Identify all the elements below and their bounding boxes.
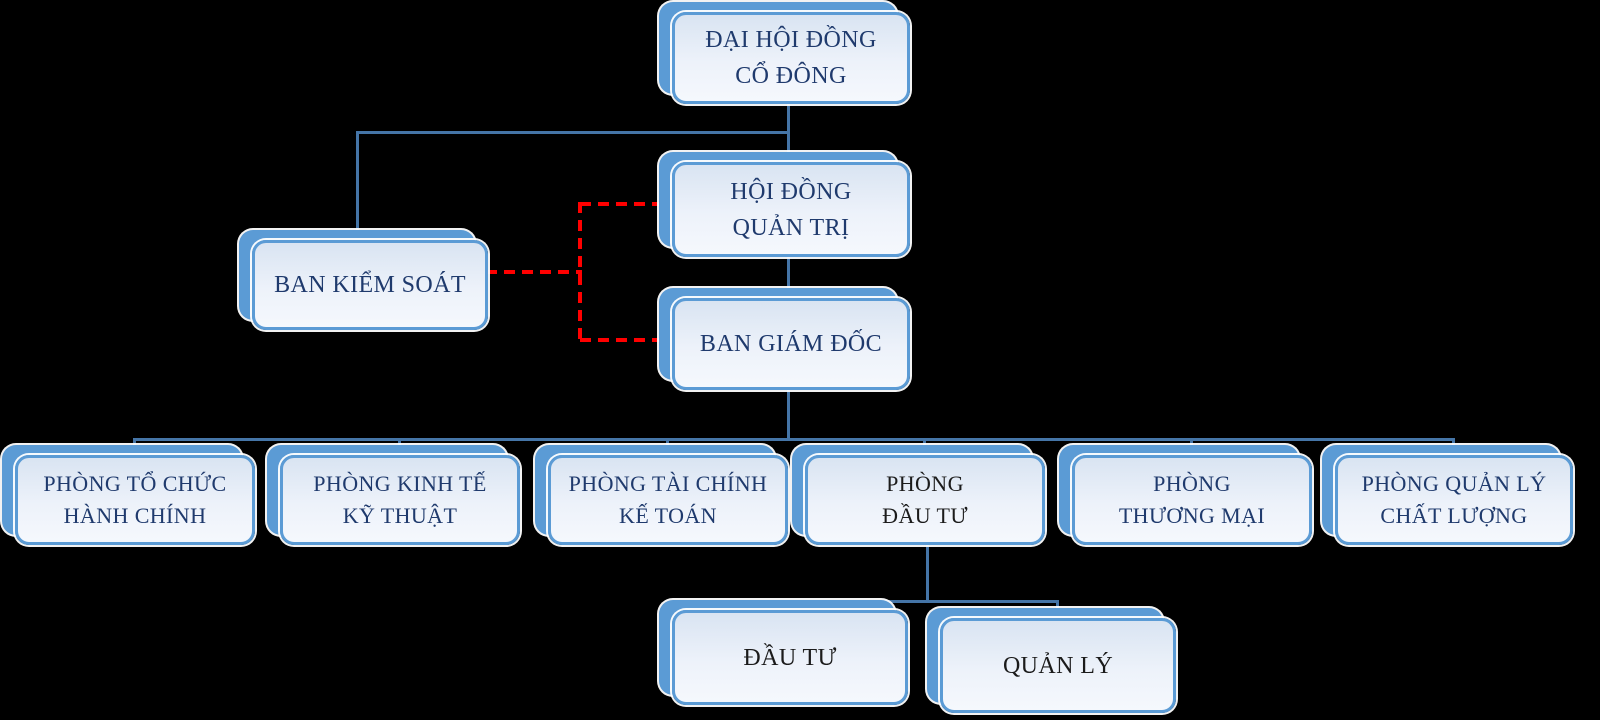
node-label-invest: ĐẦU TƯ xyxy=(672,610,908,705)
node-label-dept2: PHÒNG KINH TẾ KỸ THUẬT xyxy=(280,455,520,545)
label-line: THƯƠNG MẠI xyxy=(1118,503,1266,528)
connector-dept1-drop xyxy=(133,438,136,448)
node-label-dept6: PHÒNG QUẢN LÝ CHẤT LƯỢNG xyxy=(1335,455,1573,545)
label-line: BAN KIỂM SOÁT xyxy=(274,272,466,298)
label-line: QUẢN LÝ xyxy=(1002,652,1114,679)
connector-board-drop xyxy=(787,131,790,164)
connector-shareholders-trunk xyxy=(787,104,790,134)
connector-red-supervisory-arm xyxy=(486,270,582,274)
org-node-dept-investment: PHÒNG ĐẦU TƯ xyxy=(792,445,1045,545)
connector-children-bus xyxy=(788,600,1059,603)
label-line: HÀNH CHÍNH xyxy=(63,503,207,528)
org-node-dept-finance-accounting: PHÒNG TÀI CHÍNH KẾ TOÁN xyxy=(535,445,788,545)
node-label-shareholders: ĐẠI HỘI ĐỒNG CỔ ĐÔNG xyxy=(672,12,910,104)
label-line: CHẤT LƯỢNG xyxy=(1380,503,1528,528)
connector-management-trunk xyxy=(787,390,790,440)
node-label-dept1: PHÒNG TỔ CHỨC HÀNH CHÍNH xyxy=(15,455,255,545)
label-line: PHÒNG TÀI CHÍNH xyxy=(568,471,768,497)
label-line: HỘI ĐỒNG xyxy=(730,178,852,205)
connector-dept3-drop xyxy=(666,438,669,448)
org-node-dept-quality-management: PHÒNG QUẢN LÝ CHẤT LƯỢNG xyxy=(1322,445,1573,545)
connector-shareholders-supervisory xyxy=(356,131,790,134)
connector-dept6-drop xyxy=(1452,438,1455,448)
connector-board-management xyxy=(787,257,790,300)
label-line: KỸ THUẬT xyxy=(342,503,458,528)
label-line: PHÒNG QUẢN LÝ xyxy=(1361,471,1547,497)
node-label-dept4: PHÒNG ĐẦU TƯ xyxy=(805,455,1045,545)
connector-depts-bus xyxy=(133,438,1455,441)
label-line: PHÒNG TỔ CHỨC xyxy=(43,471,227,497)
label-line: ĐẦU TƯ xyxy=(743,644,837,671)
label-line: PHÒNG xyxy=(886,471,964,497)
connector-red-to-management xyxy=(580,338,672,342)
org-node-management: BAN GIÁM ĐỐC xyxy=(659,288,910,390)
node-label-board: HỘI ĐỒNG QUẢN TRỊ xyxy=(672,162,910,257)
label-line: BAN GIÁM ĐỐC xyxy=(699,331,883,357)
node-label-management: BAN GIÁM ĐỐC xyxy=(672,298,910,390)
connector-red-to-board xyxy=(580,202,672,206)
label-line: QUẢN TRỊ xyxy=(732,214,850,241)
connector-dept5-drop xyxy=(1190,438,1193,448)
org-node-supervisory: BAN KIỂM SOÁT xyxy=(239,230,488,330)
org-node-board: HỘI ĐỒNG QUẢN TRỊ xyxy=(659,152,910,257)
org-node-unit-investment: ĐẦU TƯ xyxy=(659,600,908,705)
connector-red-vertical xyxy=(578,202,582,342)
connector-supervisory-drop xyxy=(356,131,359,232)
org-node-unit-management: QUẢN LÝ xyxy=(927,608,1176,713)
node-label-supervisory: BAN KIỂM SOÁT xyxy=(252,240,488,330)
org-node-dept-economics-engineering: PHÒNG KINH TẾ KỸ THUẬT xyxy=(267,445,520,545)
node-label-manage: QUẢN LÝ xyxy=(940,618,1176,713)
node-label-dept5: PHÒNG THƯƠNG MẠI xyxy=(1072,455,1312,545)
label-line: ĐẦU TƯ xyxy=(882,503,968,528)
org-node-dept-organization-admin: PHÒNG TỔ CHỨC HÀNH CHÍNH xyxy=(2,445,255,545)
connector-dept4-drop xyxy=(923,438,926,448)
connector-dept2-drop xyxy=(398,438,401,448)
connector-dept4-children-trunk xyxy=(926,545,929,602)
label-line: PHÒNG KINH TẾ xyxy=(313,471,487,497)
label-line: KẾ TOÁN xyxy=(619,503,717,528)
label-line: CỔ ĐÔNG xyxy=(735,63,847,89)
org-node-shareholders: ĐẠI HỘI ĐỒNG CỔ ĐÔNG xyxy=(659,2,910,104)
node-label-dept3: PHÒNG TÀI CHÍNH KẾ TOÁN xyxy=(548,455,788,545)
label-line: ĐẠI HỘI ĐỒNG xyxy=(705,27,877,53)
org-node-dept-commerce: PHÒNG THƯƠNG MẠI xyxy=(1059,445,1312,545)
label-line: PHÒNG xyxy=(1153,471,1231,497)
